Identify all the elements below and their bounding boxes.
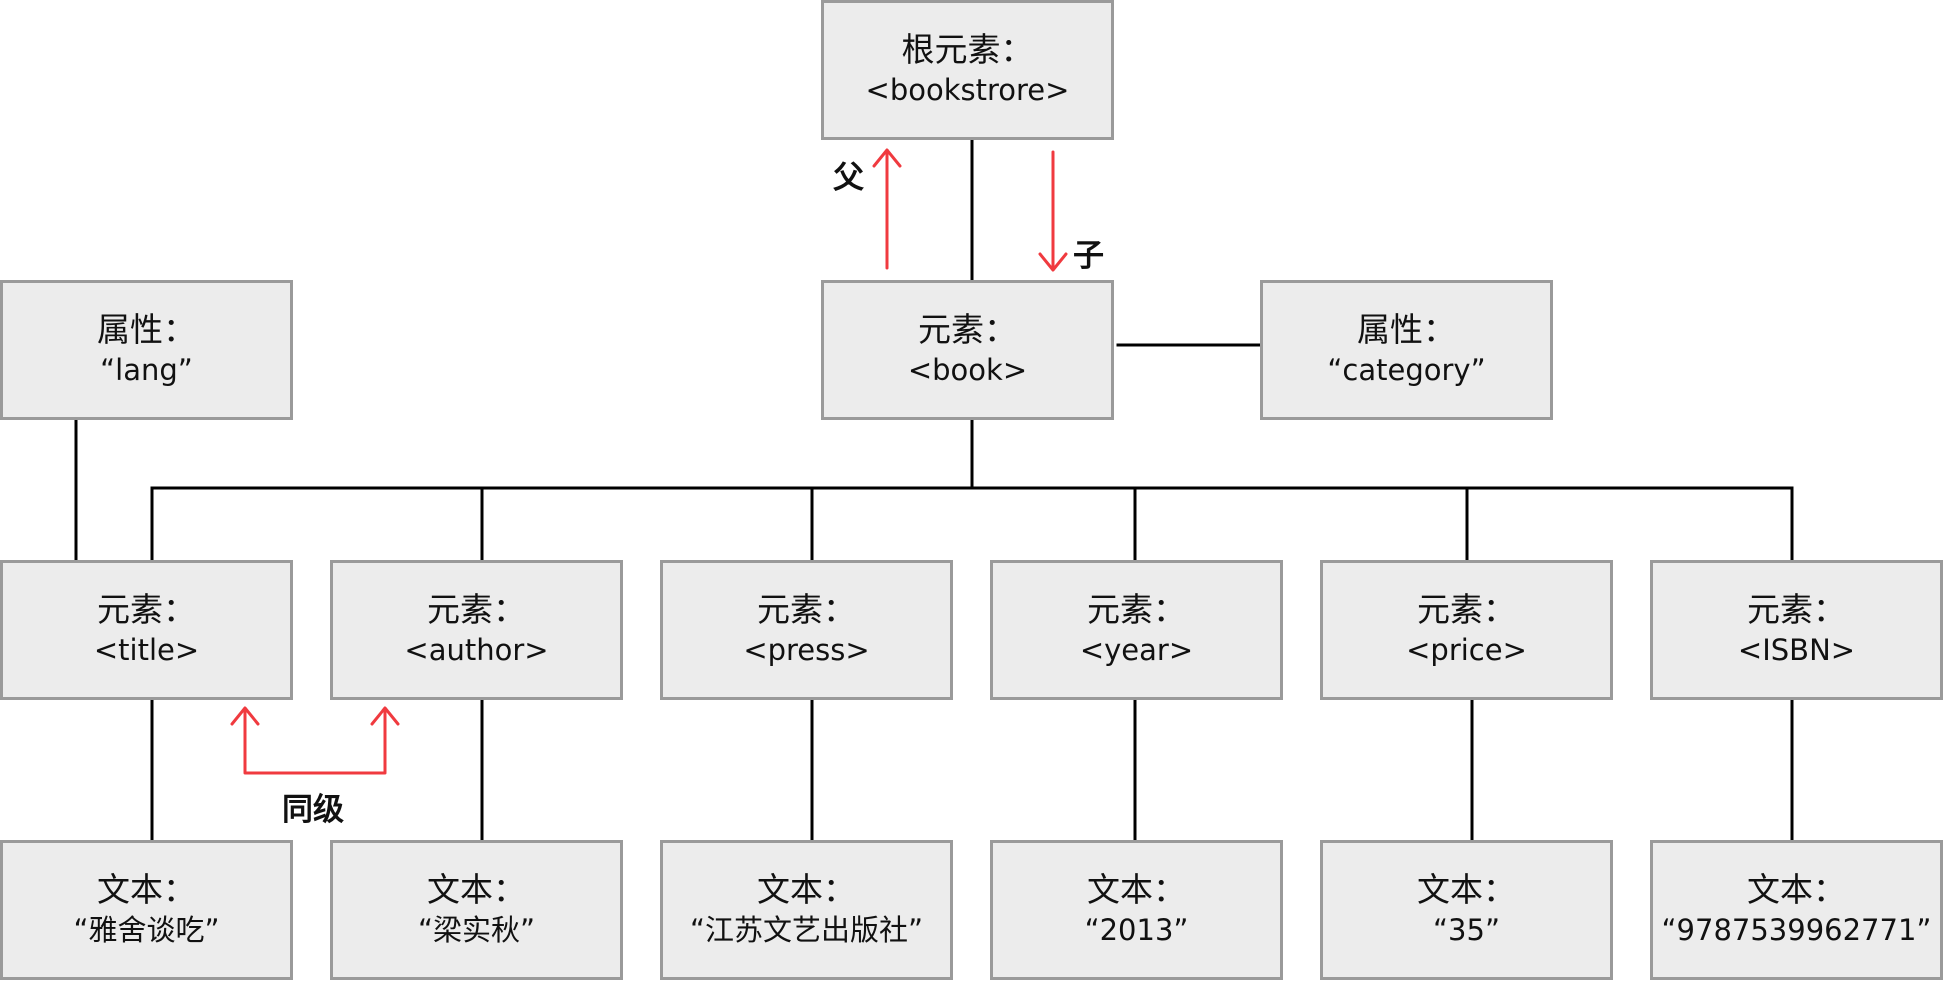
root-node-label: 根元素： bbox=[901, 30, 1034, 69]
element-node-label: 元素： bbox=[97, 590, 196, 629]
text-node-label: 文本： bbox=[757, 870, 856, 909]
text-node-price: 文本： “35” bbox=[1320, 840, 1613, 980]
parent-arrow-head bbox=[872, 148, 902, 168]
text-node-title: 文本： “雅舍谈吃” bbox=[0, 840, 293, 980]
element-node-value: <author> bbox=[404, 633, 549, 667]
text-node-label: 文本： bbox=[1417, 870, 1516, 909]
element-node-year: 元素： <year> bbox=[990, 560, 1283, 700]
attribute-lang-label: 属性： bbox=[97, 310, 196, 349]
attribute-category-node: 属性： “category” bbox=[1260, 280, 1553, 420]
attribute-category-value: “category” bbox=[1327, 353, 1486, 387]
text-node-value: “9787539962771” bbox=[1661, 913, 1932, 947]
text-node-value: “雅舍谈吃” bbox=[73, 913, 220, 947]
book-node: 元素： <book> bbox=[821, 280, 1114, 420]
parent-relation-label: 父 bbox=[833, 160, 864, 196]
element-node-isbn: 元素： <ISBN> bbox=[1650, 560, 1943, 700]
attribute-lang-value: “lang” bbox=[100, 353, 193, 387]
text-node-label: 文本： bbox=[427, 870, 526, 909]
element-node-price: 元素： <price> bbox=[1320, 560, 1613, 700]
element-node-author: 元素： <author> bbox=[330, 560, 623, 700]
element-node-label: 元素： bbox=[1087, 590, 1186, 629]
text-node-press: 文本： “江苏文艺出版社” bbox=[660, 840, 953, 980]
attribute-lang-node: 属性： “lang” bbox=[0, 280, 293, 420]
text-node-value: “梁实秋” bbox=[417, 913, 536, 947]
child-arrow-head bbox=[1038, 252, 1068, 272]
child-relation-label: 子 bbox=[1073, 238, 1104, 274]
element-node-value: <year> bbox=[1079, 633, 1194, 667]
sibling-arrow-head-left bbox=[230, 706, 260, 726]
sibling-bracket bbox=[243, 710, 387, 775]
element-node-label: 元素： bbox=[1747, 590, 1846, 629]
element-node-press: 元素： <press> bbox=[660, 560, 953, 700]
element-node-label: 元素： bbox=[427, 590, 526, 629]
text-node-author: 文本： “梁实秋” bbox=[330, 840, 623, 980]
element-node-title: 元素： <title> bbox=[0, 560, 293, 700]
sibling-relation-label: 同级 bbox=[282, 792, 344, 828]
root-node: 根元素： <bookstrore> bbox=[821, 0, 1114, 140]
text-node-label: 文本： bbox=[1747, 870, 1846, 909]
attribute-category-label: 属性： bbox=[1357, 310, 1456, 349]
sibling-arrow-head-right bbox=[370, 706, 400, 726]
element-node-value: <title> bbox=[93, 633, 200, 667]
text-node-isbn: 文本： “9787539962771” bbox=[1650, 840, 1943, 980]
text-node-value: “2013” bbox=[1084, 913, 1189, 947]
text-node-label: 文本： bbox=[1087, 870, 1186, 909]
element-node-label: 元素： bbox=[1417, 590, 1516, 629]
element-node-value: <price> bbox=[1406, 633, 1527, 667]
element-node-value: <ISBN> bbox=[1737, 633, 1856, 667]
text-node-value: “江苏文艺出版社” bbox=[689, 913, 924, 947]
book-node-value: <book> bbox=[907, 353, 1028, 387]
element-node-value: <press> bbox=[743, 633, 870, 667]
element-node-label: 元素： bbox=[757, 590, 856, 629]
text-node-year: 文本： “2013” bbox=[990, 840, 1283, 980]
text-node-label: 文本： bbox=[97, 870, 196, 909]
root-node-value: <bookstrore> bbox=[865, 73, 1070, 107]
text-node-value: “35” bbox=[1433, 913, 1500, 947]
book-node-label: 元素： bbox=[918, 310, 1017, 349]
